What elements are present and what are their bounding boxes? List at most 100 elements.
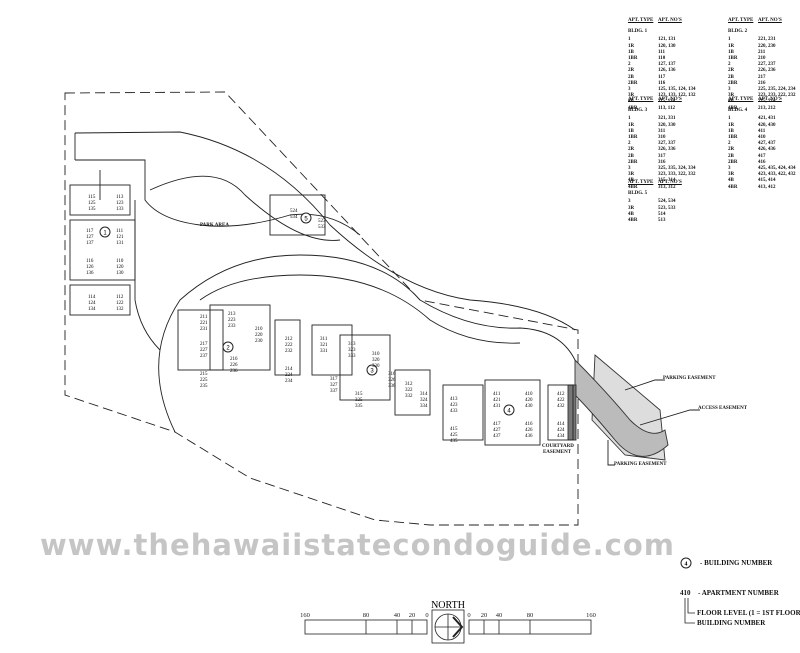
apt-numbers: 225, 235, 224, 234 xyxy=(758,87,796,93)
apartment-number: 325 xyxy=(355,398,363,403)
apt-numbers: 416 xyxy=(758,159,766,165)
apt-numbers: 421, 431 xyxy=(758,116,776,122)
road xyxy=(134,200,161,351)
apt-numbers: 211 xyxy=(758,49,766,55)
apartment-number: 131 xyxy=(116,241,124,246)
apartment-number: 436 xyxy=(525,434,533,439)
building-1: 1115125135113123133117127137111121131116… xyxy=(69,184,136,316)
apartment-number: 414 xyxy=(557,422,565,427)
apt-type: 1R xyxy=(628,43,635,49)
apartment-number: 422 xyxy=(557,398,565,403)
building-outline xyxy=(547,384,574,441)
apt-type: 1B xyxy=(628,128,634,134)
watermark: www.thehawaiistatecondoguide.com xyxy=(40,528,675,562)
table-building: BLDG. 2 xyxy=(728,29,748,35)
apartment-number: 315 xyxy=(355,392,363,397)
courtyard-easement-area xyxy=(567,384,577,441)
parking-easement-label-2: PARKING EASEMENT xyxy=(614,462,667,467)
apartment-number: 331 xyxy=(320,349,328,354)
table-row: 1 421, 431 xyxy=(728,116,796,122)
apartment-number: 221 xyxy=(200,321,208,326)
apartment-number: 126 xyxy=(86,265,94,270)
apt-numbers: 121, 131 xyxy=(658,37,676,43)
scale-tick-label: 40 xyxy=(496,612,503,619)
apt-numbers: 223, 233, 222, 232 xyxy=(758,93,796,99)
apt-type: 3 xyxy=(628,166,631,172)
apartment-number: 215 xyxy=(200,372,208,377)
apartment-number: 211 xyxy=(200,315,208,320)
apt-type: 4B xyxy=(628,178,634,184)
apartment-number: 117 xyxy=(86,229,94,234)
apt-numbers: 110 xyxy=(658,56,666,62)
apartment-number: 133 xyxy=(116,207,124,212)
apartment-number: 430 xyxy=(525,404,533,409)
apt-numbers: 216 xyxy=(758,80,766,86)
apt-numbers: 117 xyxy=(658,74,666,80)
apartment-number: 127 xyxy=(86,235,94,240)
apartment-number: 213 xyxy=(228,312,236,317)
building-number: 3 xyxy=(370,368,374,374)
apartment-number: 210 xyxy=(255,327,263,332)
north-label: NORTH xyxy=(431,600,465,611)
apt-type: 4BR xyxy=(628,105,638,111)
apartment-number: 313 xyxy=(348,342,356,347)
apt-numbers: 226, 236 xyxy=(758,68,776,74)
apartment-number: 433 xyxy=(450,409,458,414)
apt-numbers: 315, 314 xyxy=(658,178,676,184)
apt-type: 1BR xyxy=(628,56,638,62)
apt-numbers: 316 xyxy=(658,159,666,165)
apartment-number: 136 xyxy=(86,271,94,276)
scale-tick-label: 40 xyxy=(394,612,401,619)
apt-type: 4BR xyxy=(628,218,638,224)
apartment-number: 135 xyxy=(88,207,96,212)
col-header: APT. NO'S xyxy=(758,18,782,23)
apt-numbers: 317 xyxy=(658,153,666,159)
apt-type: 1 xyxy=(728,116,731,122)
apartment-number: 314 xyxy=(420,392,428,397)
apartment-number: 334 xyxy=(420,404,428,409)
legend-building-number: - BUILDING NUMBER xyxy=(700,559,773,567)
road xyxy=(158,254,576,433)
apartment-number: 410 xyxy=(525,392,533,397)
table-building: BLDG. 5 xyxy=(628,191,648,197)
apartment-number: 134 xyxy=(88,307,96,312)
apt-numbers: 417 xyxy=(758,153,766,159)
building-outline xyxy=(274,319,301,376)
apt-numbers: 213, 212 xyxy=(758,105,776,111)
apt-type: 4B xyxy=(628,211,634,217)
col-header: APT. NO'S xyxy=(658,180,682,185)
parking-easement-label: PARKING EASEMENT xyxy=(663,376,716,381)
leader-line xyxy=(624,379,665,391)
scale-tick-label: 80 xyxy=(527,612,534,619)
leader-line xyxy=(607,440,615,466)
apt-numbers: 310 xyxy=(658,135,666,141)
col-header: APT. TYPE xyxy=(728,97,754,102)
apt-numbers: 323, 333, 322, 332 xyxy=(658,172,696,178)
apt-numbers: 425, 435, 424, 434 xyxy=(758,166,796,172)
scale-tick-label: 160 xyxy=(586,612,596,619)
apartment-number: 132 xyxy=(116,307,124,312)
apt-type: 3 xyxy=(728,87,731,93)
apt-numbers: 126, 136 xyxy=(658,68,676,74)
apt-type: 3 xyxy=(728,166,731,172)
apartment-number: 324 xyxy=(420,398,428,403)
apartment-number: 312 xyxy=(405,382,413,387)
apartment-number: 122 xyxy=(116,301,124,306)
apartment-number: 222 xyxy=(285,343,293,348)
apt-numbers: 120, 130 xyxy=(658,43,676,49)
apt-numbers: 427, 437 xyxy=(758,141,776,147)
